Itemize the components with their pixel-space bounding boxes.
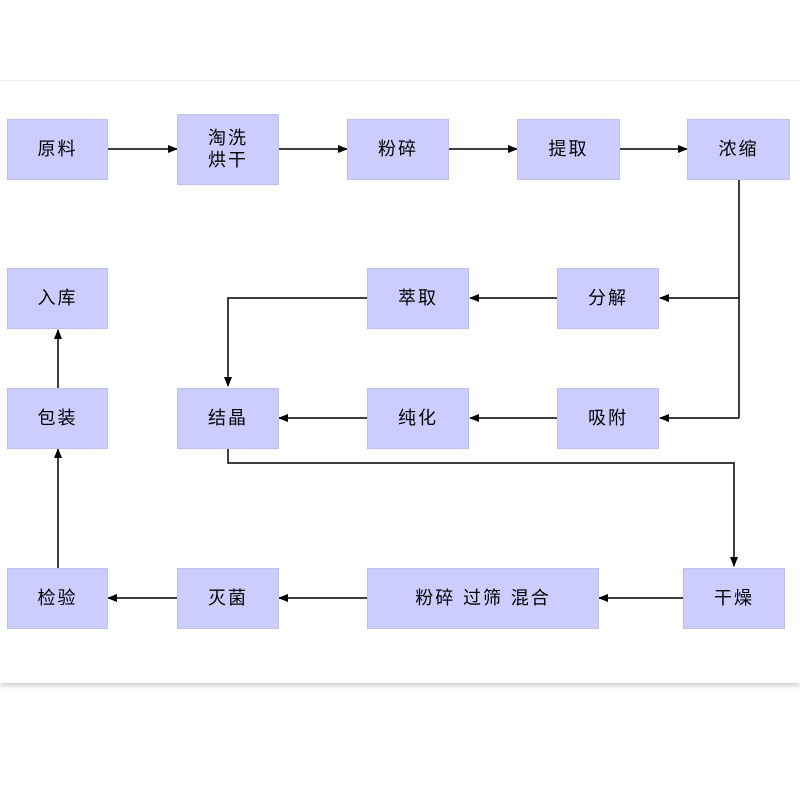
arrow-crystallize-to-dry (227, 449, 738, 567)
node-crush: 粉碎 (347, 119, 449, 180)
node-package-label: 包装 (37, 407, 78, 429)
node-adsorb-label: 吸附 (588, 407, 628, 429)
node-concentrate: 浓缩 (687, 119, 790, 180)
node-solvent-extract-label: 萃取 (398, 287, 438, 309)
node-store: 入库 (7, 268, 108, 329)
node-purify-label: 纯化 (398, 407, 438, 429)
node-extract-label: 提取 (548, 138, 589, 160)
node-store-label: 入库 (37, 287, 78, 309)
node-package: 包装 (7, 388, 108, 449)
node-wash-dry-label: 淘洗 烘干 (208, 127, 248, 171)
node-raw-material-label: 原料 (37, 138, 78, 160)
node-extract: 提取 (517, 119, 620, 180)
node-purify: 纯化 (367, 388, 469, 449)
arrow-extract-to-crystallize (224, 297, 367, 387)
node-inspect-label: 检验 (37, 587, 78, 609)
node-solvent-extract: 萃取 (367, 268, 469, 329)
node-wash-dry: 淘洗 烘干 (177, 114, 279, 185)
node-crush-label: 粉碎 (378, 138, 418, 160)
node-sterilize: 灭菌 (177, 568, 279, 629)
node-crystallize-label: 结晶 (208, 407, 248, 429)
node-inspect: 检验 (7, 568, 108, 629)
node-dry-label: 干燥 (714, 587, 754, 609)
node-adsorb: 吸附 (557, 388, 659, 449)
node-raw-material: 原料 (7, 119, 108, 180)
node-crystallize: 结晶 (177, 388, 279, 449)
node-crush-sieve-mix-label: 粉碎 过筛 混合 (415, 587, 551, 609)
node-crush-sieve-mix: 粉碎 过筛 混合 (367, 568, 599, 629)
node-dry: 干燥 (683, 568, 785, 629)
node-decompose-label: 分解 (588, 287, 628, 309)
node-sterilize-label: 灭菌 (208, 587, 248, 609)
node-decompose: 分解 (557, 268, 659, 329)
node-concentrate-label: 浓缩 (718, 138, 759, 160)
